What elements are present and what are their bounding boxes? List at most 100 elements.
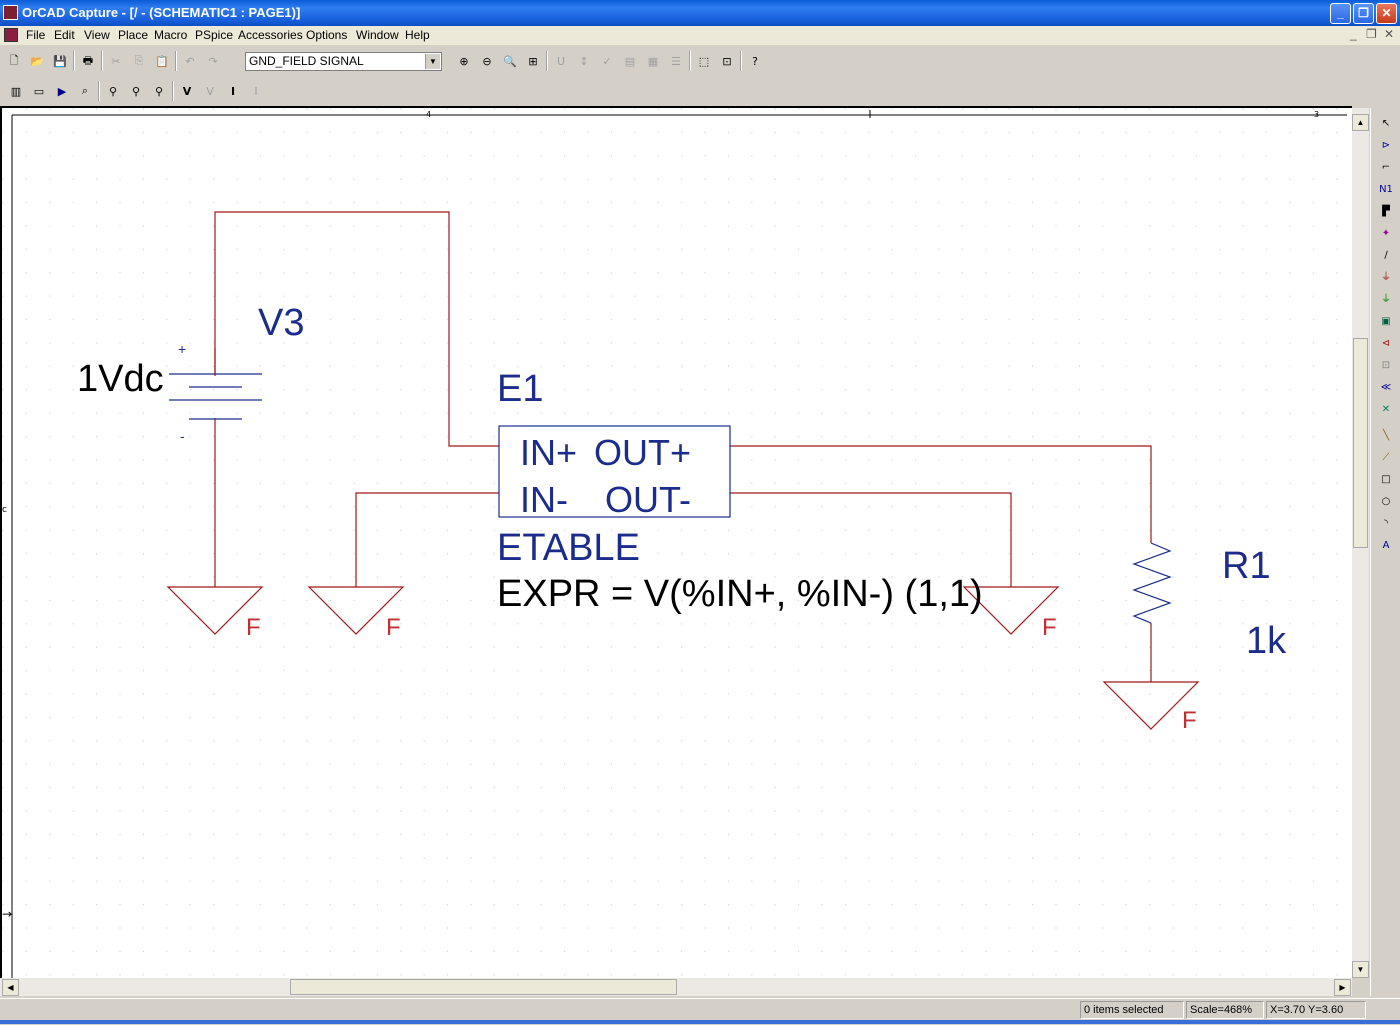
- place-ground-icon[interactable]: ⏚: [1381, 294, 1391, 305]
- scroll-right-icon[interactable]: ▶: [1334, 979, 1351, 996]
- run-icon[interactable]: ▶: [57, 84, 67, 98]
- resistor-ref-label[interactable]: R1: [1222, 545, 1271, 587]
- project-manager-icon[interactable]: ⊡: [722, 54, 732, 68]
- resistor-value-label[interactable]: 1k: [1246, 620, 1287, 662]
- place-no-connect-icon[interactable]: ✕: [1381, 404, 1391, 415]
- back-annotate-icon[interactable]: ↕: [579, 54, 589, 68]
- place-hierarchical-block-icon[interactable]: ▣: [1381, 316, 1391, 327]
- edit-simulation-icon[interactable]: ▭: [33, 84, 45, 98]
- place-part-icon[interactable]: ⊳: [1381, 140, 1391, 151]
- source-value-label[interactable]: 1Vdc: [77, 358, 164, 400]
- redo-icon[interactable]: ↷: [208, 54, 218, 68]
- cross-reference-icon[interactable]: ▦: [647, 54, 659, 68]
- view-simulation-icon[interactable]: ⌕: [81, 84, 89, 97]
- horizontal-scrollbar[interactable]: ◀ ▶: [0, 978, 1352, 996]
- mdi-restore-button[interactable]: ❐: [1366, 27, 1377, 41]
- resistor-r1-symbol[interactable]: [1132, 542, 1172, 624]
- menu-pspice[interactable]: PSpice: [195, 28, 234, 42]
- mdi-minimize-button[interactable]: _: [1350, 27, 1357, 41]
- menu-options[interactable]: Options: [306, 28, 348, 42]
- minimize-button[interactable]: _: [1330, 3, 1351, 24]
- pspice-toolbar: [0, 78, 1400, 106]
- menu-help[interactable]: Help: [405, 28, 430, 42]
- save-icon[interactable]: 💾: [53, 54, 67, 68]
- bias-voltage-icon[interactable]: V: [182, 84, 192, 98]
- place-bus-entry-icon[interactable]: ∕: [1384, 250, 1388, 261]
- snap-to-grid-icon[interactable]: ⬚: [698, 54, 710, 68]
- cut-icon[interactable]: ✂: [111, 54, 121, 68]
- menu-place[interactable]: Place: [118, 28, 149, 42]
- place-wire-icon[interactable]: ⌐: [1381, 162, 1391, 173]
- place-off-page-connector-icon[interactable]: ≪: [1380, 382, 1392, 393]
- new-simulation-icon[interactable]: ▥: [10, 84, 22, 98]
- wire-out-minus-to-ground[interactable]: [730, 492, 1012, 587]
- close-button[interactable]: ✕: [1376, 3, 1397, 24]
- etable-type-label[interactable]: ETABLE: [497, 527, 640, 569]
- scroll-left-icon[interactable]: ◀: [2, 979, 19, 996]
- print-icon[interactable]: 🖶: [82, 53, 94, 67]
- place-pin-icon[interactable]: ⊡: [1381, 360, 1391, 371]
- voltage-toggle-icon[interactable]: V: [206, 84, 214, 98]
- menu-macro[interactable]: Macro: [154, 28, 188, 42]
- copy-icon[interactable]: ⎘: [134, 54, 144, 67]
- zoom-area-icon[interactable]: 🔍: [503, 54, 517, 68]
- bias-current-icon[interactable]: I: [230, 84, 236, 98]
- place-text-icon[interactable]: A: [1382, 540, 1390, 551]
- open-icon[interactable]: 📂: [30, 54, 44, 68]
- annotate-icon[interactable]: U: [556, 54, 566, 68]
- menu-accessories[interactable]: Accessories: [238, 28, 303, 42]
- menu-view[interactable]: View: [84, 28, 110, 42]
- scroll-down-icon[interactable]: ▼: [1352, 961, 1369, 978]
- menu-edit[interactable]: Edit: [54, 28, 75, 42]
- scroll-up-icon[interactable]: ▲: [1352, 114, 1369, 131]
- differential-marker-icon[interactable]: ⚲: [154, 84, 164, 98]
- mdi-close-button[interactable]: ✕: [1384, 27, 1395, 41]
- etable-e1-body[interactable]: [498, 425, 731, 518]
- select-pointer-icon[interactable]: ↖: [1381, 118, 1391, 129]
- horizontal-scroll-thumb[interactable]: [290, 979, 677, 995]
- maximize-button[interactable]: ❐: [1353, 3, 1374, 24]
- document-icon[interactable]: [4, 28, 18, 42]
- wire-in-minus-to-ground[interactable]: [355, 492, 499, 587]
- ground-symbol-1[interactable]: [166, 586, 264, 635]
- place-junction-icon[interactable]: ✦: [1381, 228, 1391, 239]
- wire-source-to-in-plus[interactable]: [214, 211, 499, 447]
- place-rectangle-icon[interactable]: □: [1381, 474, 1391, 485]
- place-arc-icon[interactable]: ◝: [1384, 518, 1388, 529]
- place-ellipse-icon[interactable]: ○: [1381, 496, 1391, 507]
- netlist-icon[interactable]: ▤: [624, 54, 636, 68]
- paste-icon[interactable]: 📋: [155, 54, 169, 68]
- current-marker-icon[interactable]: ⚲: [131, 84, 141, 98]
- etable-ref-label[interactable]: E1: [497, 368, 543, 410]
- zoom-out-icon[interactable]: ⊖: [482, 54, 492, 68]
- schematic-canvas[interactable]: 4 3 F: [0, 106, 1352, 978]
- wire-out-plus-to-resistor[interactable]: [730, 445, 1152, 543]
- place-line-icon[interactable]: ╲: [1382, 430, 1390, 441]
- place-net-alias-icon[interactable]: N1: [1379, 184, 1393, 195]
- app-icon[interactable]: [3, 5, 18, 20]
- zoom-in-icon[interactable]: ⊕: [459, 54, 469, 68]
- ground-symbol-4[interactable]: [1102, 681, 1200, 730]
- vertical-scrollbar[interactable]: ▲ ▼: [1352, 108, 1369, 978]
- drc-icon[interactable]: ✓: [602, 54, 612, 68]
- zoom-all-icon[interactable]: ⊞: [528, 54, 538, 68]
- current-toggle-icon[interactable]: I: [254, 84, 258, 98]
- menu-window[interactable]: Window: [356, 28, 399, 42]
- source-ref-label[interactable]: V3: [258, 302, 304, 344]
- help-icon[interactable]: ?: [752, 54, 758, 68]
- vertical-scroll-thumb[interactable]: [1353, 338, 1368, 548]
- chevron-down-icon[interactable]: ▼: [425, 54, 440, 69]
- undo-icon[interactable]: ↶: [185, 54, 195, 68]
- bill-of-materials-icon[interactable]: ☰: [671, 54, 681, 68]
- place-bus-icon[interactable]: ▛: [1382, 206, 1390, 217]
- net-select-dropdown[interactable]: GND_FIELD SIGNAL ▼: [245, 52, 442, 71]
- ground-symbol-3[interactable]: [962, 586, 1060, 635]
- etable-expr-label[interactable]: EXPR = V(%IN+, %IN-) (1,1): [497, 573, 983, 615]
- ground-symbol-2[interactable]: [307, 586, 405, 635]
- menu-file[interactable]: File: [26, 28, 46, 42]
- voltage-marker-icon[interactable]: ⚲: [108, 84, 118, 98]
- new-icon[interactable]: 🗋: [9, 53, 19, 67]
- place-power-icon[interactable]: ⏚: [1381, 272, 1391, 283]
- place-polyline-icon[interactable]: ⟋: [1382, 452, 1390, 463]
- place-port-icon[interactable]: ⊲: [1381, 338, 1391, 349]
